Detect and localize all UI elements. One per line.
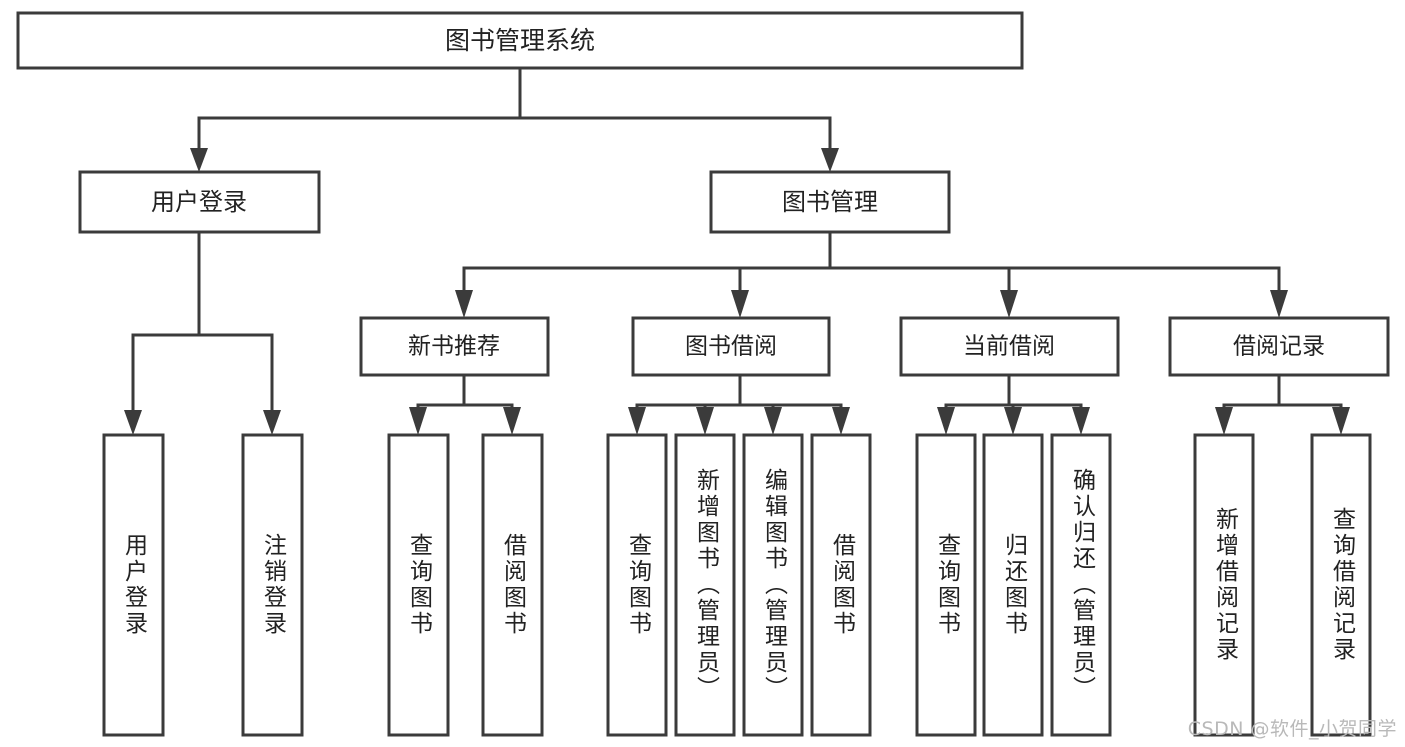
leaf-new-book-query-box (387, 433, 450, 737)
arrow-head-book-borrow (731, 290, 749, 318)
leaf-book-borrow-borrow-label: 借阅图书 (829, 533, 857, 637)
node-book-borrow[interactable]: 图书借阅 (631, 316, 831, 377)
leaf-user-login-logout-label: 注销登录 (260, 533, 288, 637)
node-user-login[interactable]: 用户登录 (78, 170, 321, 234)
node-borrow-records-box (1168, 316, 1390, 377)
leaf-borrow-records-query[interactable]: 查询借阅记录 (1310, 433, 1372, 737)
node-new-book-recommend-box (359, 316, 550, 377)
arrow-head-leaf-current-borrow-3 (1072, 407, 1090, 435)
leaf-borrow-records-query-box (1310, 433, 1372, 737)
arrow-head-leaf-current-borrow-1 (937, 407, 955, 435)
leaf-user-login-logout[interactable]: 注销登录 (241, 433, 304, 737)
leaf-current-borrow-query-box (915, 433, 977, 737)
connector-layer (124, 66, 1350, 435)
arrow-head-leaf-borrow-records-1 (1215, 407, 1233, 435)
leaf-new-book-borrow-box (481, 433, 544, 737)
arrow-head-user-login (190, 148, 208, 172)
leaf-user-login-logout-box (241, 433, 304, 737)
arrow-head-new-book (455, 290, 473, 318)
leaf-user-login-login-label: 用户登录 (121, 533, 149, 637)
arrow-head-leaf-book-borrow-1 (628, 407, 646, 435)
arrow-head-leaf-book-borrow-4 (832, 407, 850, 435)
leaf-current-borrow-return-label: 归还图书 (1001, 533, 1029, 637)
arrow-head-current-borrow (1000, 290, 1018, 318)
leaf-user-login-login-box (102, 433, 165, 737)
node-book-management[interactable]: 图书管理 (709, 170, 951, 234)
leaf-book-borrow-query[interactable]: 查询图书 (606, 433, 668, 737)
arrow-head-leaf-new-book-2 (503, 407, 521, 435)
node-user-login-box (78, 170, 321, 234)
leaf-new-book-borrow[interactable]: 借阅图书 (481, 433, 544, 737)
leaf-current-borrow-return[interactable]: 归还图书 (982, 433, 1044, 737)
leaf-book-borrow-query-label: 查询图书 (625, 533, 653, 637)
arrow-head-borrow-records (1270, 290, 1288, 318)
node-current-borrow[interactable]: 当前借阅 (899, 316, 1120, 377)
node-borrow-records-label: 借阅记录 (1233, 334, 1325, 360)
node-book-management-label: 图书管理 (782, 188, 878, 216)
leaf-borrow-records-add-box (1193, 433, 1255, 737)
node-book-borrow-label: 图书借阅 (685, 334, 777, 360)
leaf-book-borrow-query-box (606, 433, 668, 737)
leaf-book-borrow-add-box (674, 433, 736, 737)
node-borrow-records[interactable]: 借阅记录 (1168, 316, 1390, 377)
node-user-login-label: 用户登录 (151, 188, 247, 216)
leaf-borrow-records-query-label: 查询借阅记录 (1329, 507, 1357, 663)
leaf-borrow-records-add[interactable]: 新增借阅记录 (1193, 433, 1255, 737)
arrow-head-leaf-new-book-1 (409, 407, 427, 435)
node-book-management-box (709, 170, 951, 234)
arrow-head-leaf-user-login-1 (124, 410, 142, 435)
leaf-borrow-records-add-label: 新增借阅记录 (1212, 507, 1240, 663)
leaf-user-login-login[interactable]: 用户登录 (102, 433, 165, 737)
leaf-book-borrow-add[interactable]: 新增图书（管理员） (674, 433, 736, 737)
leaf-current-borrow-query[interactable]: 查询图书 (915, 433, 977, 737)
node-root[interactable]: 图书管理系统 (16, 11, 1024, 70)
leaf-book-borrow-edit-label: 编辑图书（管理员） (761, 468, 789, 702)
arrow-head-leaf-current-borrow-2 (1004, 407, 1022, 435)
node-current-borrow-box (899, 316, 1120, 377)
leaf-book-borrow-edit[interactable]: 编辑图书（管理员） (742, 433, 804, 737)
leaf-current-borrow-confirm-label: 确认归还（管理员） (1069, 468, 1097, 702)
leaf-new-book-query[interactable]: 查询图书 (387, 433, 450, 737)
node-current-borrow-label: 当前借阅 (963, 334, 1055, 360)
arrow-head-leaf-book-borrow-3 (764, 407, 782, 435)
node-root-box (16, 11, 1024, 70)
leaf-book-borrow-edit-box (742, 433, 804, 737)
leaf-book-borrow-borrow-box (810, 433, 872, 737)
watermark-csdn: CSDN @软件_小贺同学 (1187, 718, 1397, 740)
leaf-current-borrow-query-label: 查询图书 (934, 533, 962, 637)
arrow-head-leaf-user-login-2 (263, 410, 281, 435)
leaf-book-borrow-add-label: 新增图书（管理员） (693, 468, 721, 702)
leaf-current-borrow-confirm[interactable]: 确认归还（管理员） (1050, 433, 1112, 737)
arrow-head-leaf-book-borrow-2 (696, 407, 714, 435)
node-book-borrow-box (631, 316, 831, 377)
leaf-current-borrow-return-box (982, 433, 1044, 737)
node-new-book-recommend-label: 新书推荐 (408, 334, 500, 360)
arrow-head-book-mgmt (821, 148, 839, 172)
node-new-book-recommend[interactable]: 新书推荐 (359, 316, 550, 377)
leaf-new-book-borrow-label: 借阅图书 (500, 533, 528, 637)
leaf-new-book-query-label: 查询图书 (406, 533, 434, 637)
leaf-book-borrow-borrow[interactable]: 借阅图书 (810, 433, 872, 737)
arrow-head-leaf-borrow-records-2 (1332, 407, 1350, 435)
node-root-label: 图书管理系统 (445, 26, 595, 55)
leaf-current-borrow-confirm-box (1050, 433, 1112, 737)
